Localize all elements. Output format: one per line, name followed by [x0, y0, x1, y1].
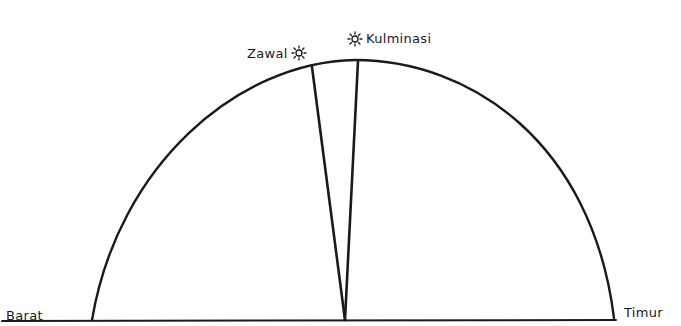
sky-arc: [92, 60, 614, 320]
horizon-line: [2, 320, 616, 321]
sun-symbol: [292, 46, 306, 60]
zawal-line: [312, 67, 345, 320]
culmination-line: [345, 61, 358, 320]
sun-position-label: Kulminasi: [366, 31, 431, 46]
sun-symbol: [348, 32, 362, 46]
direction-label: Barat: [6, 308, 43, 323]
sun-position-label: Zawal: [247, 46, 288, 61]
direction-label: Timur: [624, 305, 663, 320]
